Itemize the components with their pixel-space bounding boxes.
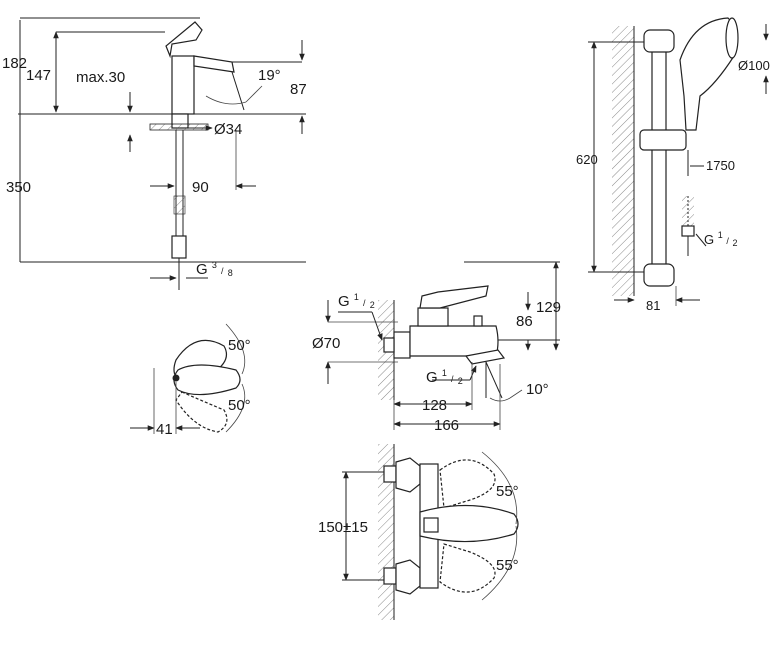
dim-129-label: 129 <box>536 299 561 316</box>
thread-g-letter: G <box>196 261 208 278</box>
thread-g-label: G 3 / 8 <box>196 255 233 278</box>
dim-d34-label: Ø34 <box>214 121 242 138</box>
thread-bottom-label: G 1 / 2 <box>426 363 463 386</box>
slider <box>639 129 687 151</box>
thread-bottom-num: 1 <box>442 368 447 378</box>
upper-union <box>395 457 421 493</box>
thread-top-den: 2 <box>370 300 375 310</box>
thread-g-denominator: 8 <box>228 268 233 278</box>
dim-128-label: 128 <box>422 397 447 414</box>
spout-10deg-line <box>485 361 503 399</box>
thread-g-numerator: 3 <box>212 260 217 270</box>
angle-55-bottom-label: 55° <box>496 557 519 574</box>
thread-slash: / <box>221 266 224 276</box>
shower-rail <box>651 39 667 277</box>
angle-19-arc <box>205 95 247 105</box>
wall-hatch-shower <box>612 26 634 296</box>
thread-bottom-slash: / <box>451 374 454 384</box>
hose-connector-shower <box>681 225 695 237</box>
lever-position-bottom <box>175 391 228 433</box>
lever-position-center-bath <box>419 504 519 543</box>
shower-head-face <box>725 17 739 59</box>
thread-shower-num: 1 <box>718 230 723 240</box>
thread-top-label: G 1 / 2 <box>338 287 375 310</box>
dim-150-label: 150±15 <box>318 519 368 536</box>
bath-mixer-top-view: 150±15 55° 55° <box>318 444 519 620</box>
counter-hatch <box>149 123 209 131</box>
bath-spout <box>464 349 506 365</box>
diverter-knob <box>473 315 483 327</box>
lever-position-center <box>173 364 241 396</box>
thread-top-num: 1 <box>354 292 359 302</box>
thread-shower-den: 2 <box>733 238 738 248</box>
angle-50-top-label: 50° <box>228 337 251 354</box>
angle-55-top-label: 55° <box>496 483 519 500</box>
wall-connector <box>383 337 395 353</box>
bath-mixer-body <box>409 325 499 357</box>
lever-position-lower <box>439 543 496 593</box>
angle-50-top-arc <box>225 323 246 375</box>
g12-top-arrow <box>371 311 383 341</box>
hose-braid <box>173 195 186 215</box>
dim-90-label: 90 <box>192 179 209 196</box>
dim-87-label: 87 <box>290 81 307 98</box>
angle-19-leader <box>245 85 263 103</box>
bottom-bracket <box>643 263 675 287</box>
dim-max30-label: max.30 <box>76 69 125 86</box>
bath-mixer-side-view: G 1 / 2 Ø70 G 1 / 2 129 86 10° 128 166 <box>312 261 561 434</box>
thread-top-g: G <box>338 293 350 310</box>
angle-55-top-arc <box>481 451 518 525</box>
thread-shower-g: G <box>704 232 714 247</box>
upper-connector <box>383 465 397 483</box>
bath-lever <box>419 285 489 309</box>
basin-tap-spout <box>193 55 235 73</box>
dim-d70-label: Ø70 <box>312 335 340 352</box>
angle-10-leader <box>509 389 523 399</box>
g12-shower-leader <box>695 233 707 247</box>
shower-rail-set: 620 Ø100 1750 G 1 / 2 81 <box>576 17 770 313</box>
water-jet-line <box>231 71 245 111</box>
dim-41-label: 41 <box>156 421 173 438</box>
thread-shower-slash: / <box>726 236 729 246</box>
angle-50-bottom-label: 50° <box>228 397 251 414</box>
thread-shower-label: G 1 / 2 <box>704 226 738 248</box>
g12-bottom-arrow <box>469 365 477 381</box>
basin-tap-lever <box>165 21 203 59</box>
lever-position-upper <box>439 459 496 509</box>
angle-50-bottom-arc <box>225 383 246 433</box>
lever-base <box>417 307 449 327</box>
thread-bottom-g: G <box>426 369 438 386</box>
lever-pivot <box>172 374 180 382</box>
hose-connector <box>171 235 187 259</box>
dim-86-label: 86 <box>516 313 533 330</box>
dim-166-label: 166 <box>434 417 459 434</box>
dim-81-label: 81 <box>646 298 660 313</box>
dim-d100-label: Ø100 <box>738 58 770 73</box>
hose-braid-shower <box>682 196 694 226</box>
dim-350-label: 350 <box>6 179 31 196</box>
dim-10deg-label: 10° <box>526 381 549 398</box>
lever-base-top-view <box>423 517 439 533</box>
basin-tap-body <box>171 55 195 115</box>
angle-55-bottom-arc <box>481 525 518 601</box>
lower-union <box>395 559 421 595</box>
top-bracket <box>643 29 675 53</box>
thread-top-slash: / <box>363 298 366 308</box>
basin-mixer-top-view: 50° 50° 41 <box>130 323 251 438</box>
eccentric-union <box>393 331 411 359</box>
dim-182-label: 182 <box>2 55 27 72</box>
basin-mixer-side-view: 182 147 max.30 19° 87 Ø34 350 90 G 3 / 8 <box>2 17 307 290</box>
dim-19deg-label: 19° <box>258 67 281 84</box>
thread-bottom-den: 2 <box>458 376 463 386</box>
dim-620-label: 620 <box>576 152 598 167</box>
dim-147-label: 147 <box>26 67 51 84</box>
lower-connector <box>383 567 397 585</box>
dim-1750-label: 1750 <box>706 158 735 173</box>
